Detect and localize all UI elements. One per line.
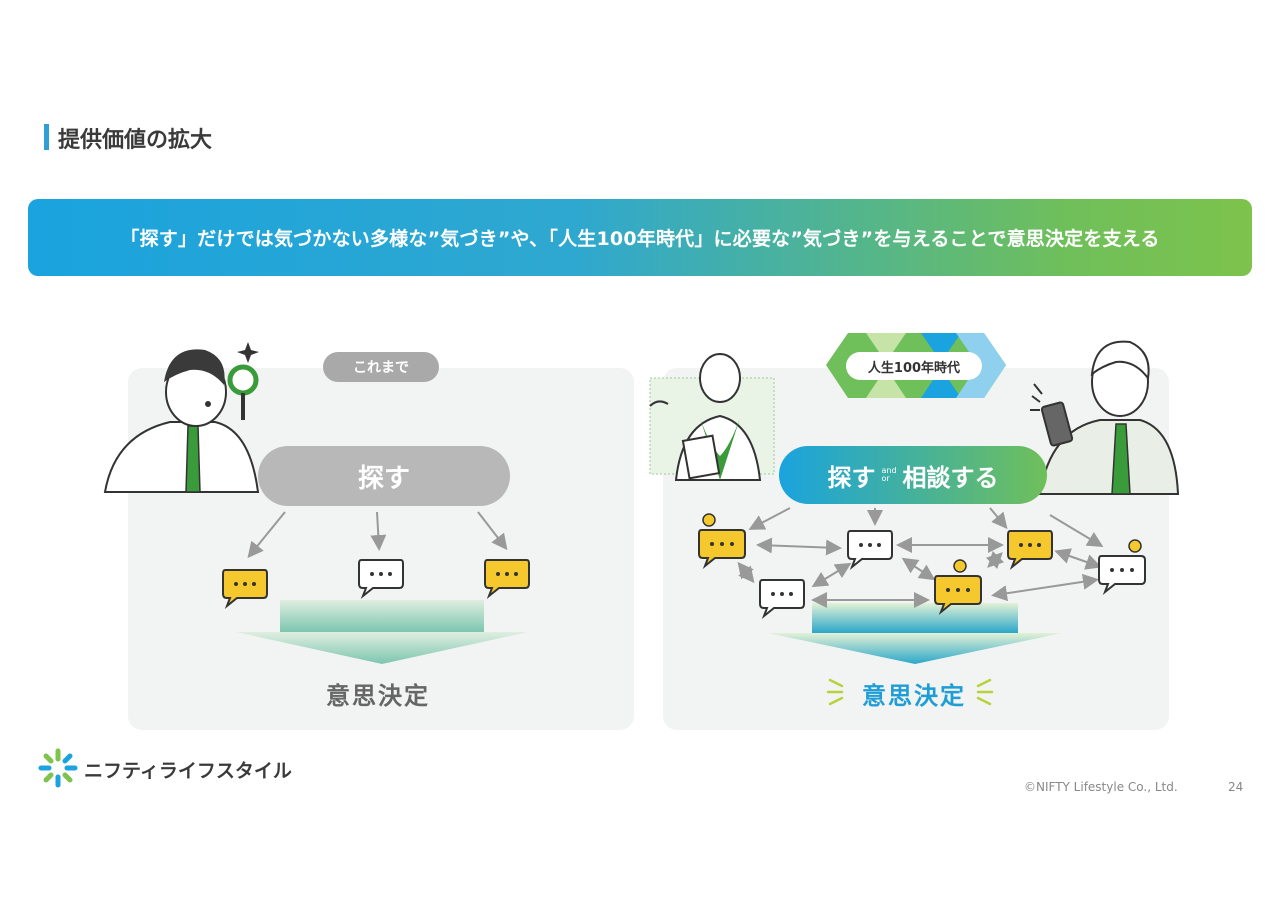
- chat-bubble-icon: [358, 559, 404, 600]
- chat-bubble-idea-icon: [934, 559, 982, 616]
- or-text: or: [881, 474, 890, 483]
- page-number: 24: [1228, 780, 1244, 794]
- title-accent-bar: [44, 124, 49, 150]
- decision-label-highlight: 意思決定: [862, 682, 966, 710]
- advisor-woman-illustration: [649, 353, 775, 481]
- era-label: 人生100年時代: [846, 352, 982, 380]
- banner-text: 「探す」だけでは気づかない多様な”気づき”や、「人生100年時代」に必要な”気づ…: [120, 228, 1160, 250]
- sparkle-lines-icon: [826, 678, 994, 706]
- copyright: ©NIFTY Lifestyle Co., Ltd.: [1024, 780, 1178, 794]
- search-label: 探す: [827, 463, 876, 492]
- decision-label: 意思決定: [326, 682, 430, 710]
- and-text: and: [881, 466, 897, 475]
- chat-bubble-icon: [759, 579, 805, 620]
- and-or-label: and or: [881, 467, 896, 483]
- brand-name: ニフティライフスタイル: [84, 760, 292, 782]
- chat-bubble-icon: [847, 530, 893, 571]
- value-banner: 「探す」だけでは気づかない多様な”気づき”や、「人生100年時代」に必要な”気づ…: [28, 199, 1252, 276]
- consult-label: 相談する: [902, 463, 999, 492]
- search-pill: 探す: [258, 446, 510, 506]
- before-tag: これまで: [323, 352, 439, 382]
- chat-bubble-icon: [484, 559, 530, 600]
- man-smartphone-illustration: [1030, 340, 1180, 495]
- chat-bubble-icon: [222, 569, 268, 610]
- nifty-logo-icon: [38, 748, 78, 788]
- search-and-consult-pill: 探す and or 相談する: [779, 446, 1047, 504]
- man-magnifier-illustration: [103, 342, 260, 493]
- chat-bubble-idea-icon: [1098, 539, 1146, 596]
- page-title: 提供価値の拡大: [58, 128, 213, 153]
- chat-bubble-idea-icon: [698, 513, 746, 570]
- chat-bubble-icon: [1007, 530, 1053, 571]
